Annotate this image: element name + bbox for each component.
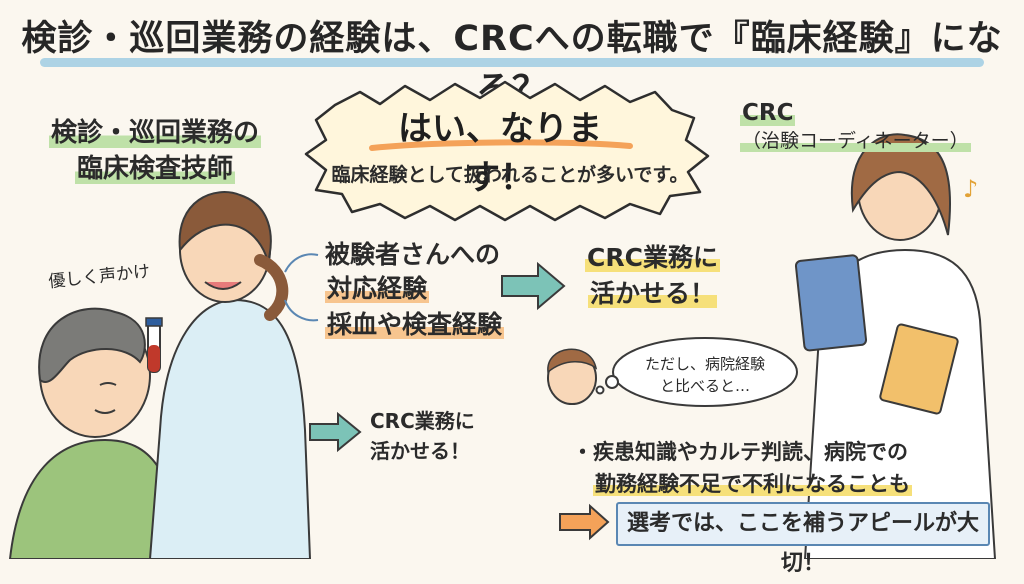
thought-line1: ただし、病院経験: [644, 355, 765, 373]
crc-result-small: CRC業務に 活かせる！: [370, 406, 475, 466]
illustration-layer: [8, 80, 997, 559]
orange-arrow: [559, 503, 610, 541]
music-note-icon: ♪: [963, 175, 979, 203]
experience-item-1-line2: 対応経験: [325, 274, 430, 303]
teal-arrow-main: [501, 261, 566, 311]
experience-item-1: 被験者さんへの 対応経験: [325, 238, 500, 306]
right-role-sub: （治験コーディネーター）: [740, 130, 971, 152]
left-role-title: 検診・巡回業務の 臨床検査技師: [30, 115, 280, 187]
left-role-line1: 検診・巡回業務の: [48, 118, 261, 148]
curl-arrow-2: [284, 299, 319, 322]
thought-line2: と比べると…: [659, 377, 750, 395]
speech-burst-shape: [304, 80, 710, 222]
experience-item-2-text: 採血や検査経験: [325, 310, 505, 339]
crc-result-small-line2: 活かせる！: [370, 439, 470, 463]
experience-item-1-line1: 被験者さんへの: [325, 240, 501, 269]
teal-arrow-small: [309, 411, 362, 453]
crc-result-big-line2: 活かせる！: [587, 279, 717, 308]
crc-result-big: CRC業務に 活かせる！: [585, 240, 720, 312]
burst-headline: はい、なります！: [398, 109, 602, 198]
thought-bubble-shape: [612, 337, 798, 407]
thought-bubble-text: ただし、病院経験 と比べると…: [630, 353, 780, 397]
left-role-line2: 臨床検査技師: [74, 154, 235, 184]
experience-item-2: 採血や検査経験: [325, 308, 505, 342]
caveat-bullet: ・疾患知識やカルテ判読、病院での 勤務経験不足で不利になることも: [572, 440, 912, 496]
curl-arrow-1: [284, 253, 319, 273]
caveat-line1: 疾患知識やカルテ判読、病院での: [593, 440, 908, 464]
appeal-box: 選考では、ここを補うアピールが大切！: [616, 502, 990, 576]
crc-result-big-line1: CRC業務に: [585, 243, 720, 272]
crc-result-small-line1: CRC業務に: [370, 409, 475, 433]
technician-figure: [145, 191, 312, 559]
burst-subtext: 臨床経験として扱われることが多いです。: [331, 164, 689, 186]
caveat-line2: 勤務経験不足で不利になることも: [593, 472, 912, 496]
worried-face: [547, 348, 598, 405]
right-role-main: CRC: [740, 100, 796, 126]
title-underline: [40, 58, 984, 67]
right-role-title: CRC （治験コーディネーター）: [740, 100, 1024, 153]
burst-underline: [369, 139, 633, 151]
